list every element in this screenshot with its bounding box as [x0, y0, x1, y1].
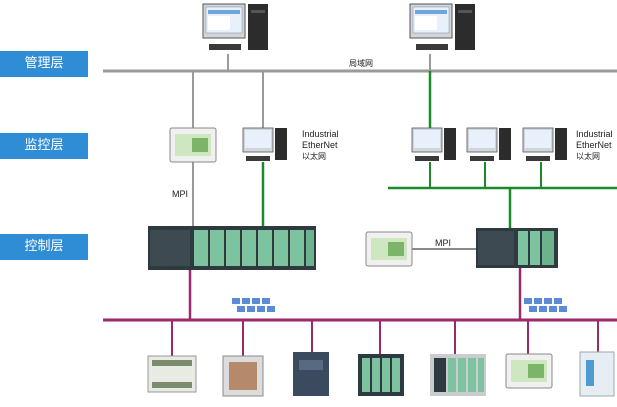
pc-icon — [202, 3, 268, 50]
pc-icon — [522, 127, 567, 161]
mpi-label-left: MPI — [172, 189, 189, 199]
layer-management: 管理层 — [0, 51, 88, 77]
mpi-label-right: MPI — [435, 238, 452, 248]
plc-rack-icon — [476, 228, 558, 268]
ethernet-line-1: Industrial — [302, 129, 339, 139]
ethernet-label-left: Industrial EtherNet 以太网 — [302, 129, 339, 162]
pc-icon — [411, 127, 456, 161]
plc-rack-icon — [148, 226, 316, 270]
pc-icon — [409, 3, 475, 50]
layer-control: 控制层 — [0, 234, 88, 260]
power-supply-icon — [579, 351, 615, 397]
inverter-icon — [293, 352, 329, 396]
ethernet-line-3: 以太网 — [302, 152, 326, 161]
hmi-panel-icon — [169, 127, 217, 163]
ethernet-line-2: EtherNet — [302, 140, 338, 150]
drive-module-icon — [222, 355, 264, 397]
et200-module-icon — [358, 354, 404, 396]
layer-monitoring: 监控层 — [0, 133, 88, 159]
ethernet-line-2: EtherNet — [576, 140, 612, 150]
hmi-panel-icon — [365, 231, 413, 267]
connector-cluster-icon — [524, 298, 567, 312]
hmi-panel-icon — [505, 353, 553, 389]
pc-icon — [466, 127, 511, 161]
ethernet-label-right: Industrial EtherNet 以太网 — [576, 129, 613, 162]
ethernet-line-1: Industrial — [576, 129, 613, 139]
distributed-io-icon — [430, 354, 486, 396]
ethernet-line-3: 以太网 — [576, 152, 600, 161]
connector-cluster-icon — [232, 298, 275, 312]
io-module-icon — [147, 355, 197, 393]
lan-label: 局域网 — [349, 59, 373, 68]
pc-icon — [242, 127, 287, 161]
